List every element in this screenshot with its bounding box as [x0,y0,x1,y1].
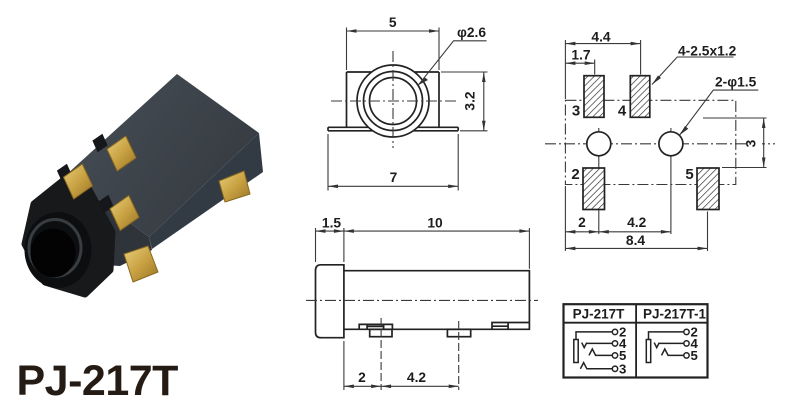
svg-text:1.5: 1.5 [322,216,342,231]
svg-text:4-2.5x1.2: 4-2.5x1.2 [678,44,737,59]
svg-text:3.2: 3.2 [463,91,478,111]
svg-text:5: 5 [389,15,397,30]
svg-text:PJ-217T: PJ-217T [573,306,626,321]
svg-text:2-φ1.5: 2-φ1.5 [715,75,757,90]
svg-text:7: 7 [390,170,398,185]
svg-text:3: 3 [744,139,759,147]
svg-text:2: 2 [358,370,366,385]
svg-text:2: 2 [578,215,586,230]
svg-text:4.4: 4.4 [591,30,611,45]
svg-text:4: 4 [619,336,627,351]
svg-text:3: 3 [619,361,626,376]
svg-text:4: 4 [618,103,627,120]
svg-text:5: 5 [619,348,626,363]
svg-text:2: 2 [571,166,579,183]
svg-text:4: 4 [691,336,699,351]
svg-text:2: 2 [619,324,626,339]
svg-text:PJ-217T: PJ-217T [17,357,179,405]
svg-text:φ2.6: φ2.6 [457,25,486,40]
svg-text:3: 3 [572,103,580,120]
svg-text:2: 2 [691,324,698,339]
svg-text:5: 5 [685,166,693,183]
svg-text:8.4: 8.4 [626,233,646,248]
svg-text:1.7: 1.7 [571,48,591,63]
svg-text:4.2: 4.2 [627,215,647,230]
svg-text:10: 10 [427,216,443,231]
svg-text:4.2: 4.2 [407,370,427,385]
svg-text:5: 5 [691,348,698,363]
svg-text:PJ-217T-1: PJ-217T-1 [643,306,707,321]
